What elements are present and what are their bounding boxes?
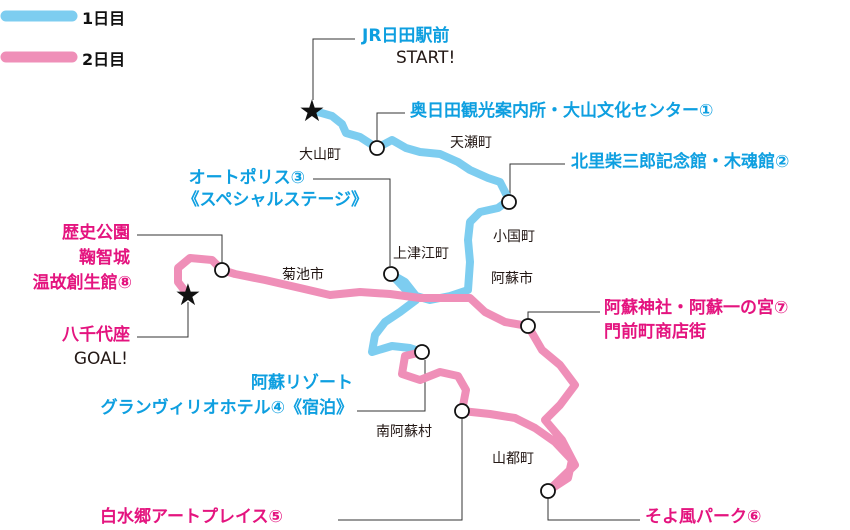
spot-label-8-line1[interactable]: 歴史公園	[62, 223, 130, 243]
legend-day1-label: 1日目	[82, 9, 126, 28]
spot-marker-6[interactable]	[540, 483, 556, 499]
spot-marker-5[interactable]	[454, 403, 470, 419]
start-spot-name[interactable]: JR日田駅前	[362, 26, 450, 46]
town-label: 菊池市	[282, 267, 324, 283]
spot-label-5[interactable]: 白水郷アートプレイス⑤	[100, 507, 283, 527]
day2-route	[174, 254, 579, 495]
day1-route	[314, 108, 513, 356]
spot-label-1[interactable]: 奥日田観光案内所・大山文化センター①	[410, 101, 714, 121]
spot-marker-1[interactable]	[369, 140, 385, 156]
spot-label-3-line1[interactable]: オートポリス③	[188, 168, 305, 188]
spot-marker-7[interactable]	[520, 318, 536, 334]
spot-label-8-line3[interactable]: 温故創生館⑧	[32, 273, 132, 293]
town-label: 上津江町	[393, 246, 449, 262]
spot-marker-8[interactable]	[214, 262, 230, 278]
town-label: 天瀬町	[450, 135, 492, 151]
start-star-icon: ★	[299, 94, 326, 129]
town-label: 南阿蘇村	[376, 424, 432, 440]
leader-lines	[137, 38, 640, 521]
spot-label-6[interactable]: そよ風パーク⑥	[645, 507, 762, 527]
legend-day2-label: 2日目	[82, 50, 126, 69]
spot-marker-3[interactable]	[383, 266, 399, 282]
goal-note: GOAL!	[73, 349, 128, 369]
spot-marker-4[interactable]	[414, 344, 430, 360]
town-label: 山都町	[492, 451, 534, 467]
town-label: 阿蘇市	[491, 271, 533, 287]
town-label: 小国町	[493, 229, 535, 245]
spot-label-4-line2[interactable]: グランヴィリオホテル④《宿泊》	[100, 398, 353, 418]
goal-star-icon: ★	[175, 278, 202, 313]
town-label: 大山町	[299, 147, 341, 163]
start-note: START!	[396, 48, 456, 68]
goal-spot-name[interactable]: 八千代座	[62, 325, 130, 345]
spot-label-7-line1[interactable]: 阿蘇神社・阿蘇一の宮⑦	[604, 298, 789, 318]
spot-label-2[interactable]: 北里柴三郎記念館・木魂館②	[571, 152, 790, 172]
spot-label-7-line2[interactable]: 門前町商店街	[604, 322, 706, 342]
spot-label-4-line1[interactable]: 阿蘇リゾート	[251, 373, 353, 393]
spot-label-3-line2[interactable]: 《スペシャルステージ》	[182, 190, 368, 210]
spot-marker-2[interactable]	[501, 194, 517, 210]
spot-label-8-line2[interactable]: 鞠智城	[79, 248, 130, 268]
